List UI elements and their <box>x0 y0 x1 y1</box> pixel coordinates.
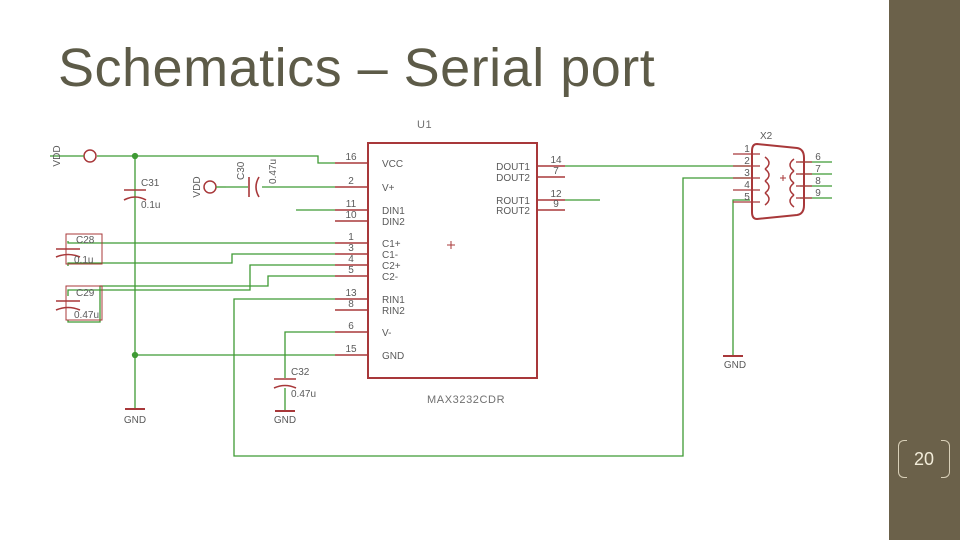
ic-pin-name: ROUT2 <box>496 206 530 217</box>
vdd-label: VDD <box>52 145 63 166</box>
capacitor-c28: C28 0.1u <box>55 233 103 266</box>
serial-port-schematic: VDD VDD GND GND GND C31 0.1u C30 0.47u C… <box>50 119 832 457</box>
ic-pin-number: 12 <box>550 189 562 200</box>
gnd-label: GND <box>274 415 296 426</box>
ic-pin-number: 1 <box>348 232 354 243</box>
slide-title: Schematics – Serial port <box>58 38 656 98</box>
ic-pin-name: DOUT1 <box>496 162 530 173</box>
page-number: 20 <box>913 449 935 469</box>
wires <box>67 152 832 457</box>
c28-value: 0.1u <box>74 255 93 266</box>
c32-ref: C32 <box>291 367 310 378</box>
c29-value: 0.47u <box>74 310 99 321</box>
ic-pin-number: 10 <box>345 210 357 221</box>
connector-pin-number: 2 <box>744 156 750 167</box>
c32-value: 0.47u <box>291 389 316 400</box>
accent-sidebar <box>889 0 960 540</box>
connector-pin-number: 8 <box>815 176 821 187</box>
c30-value: 0.47u <box>268 159 279 184</box>
c30-ref: C30 <box>236 161 247 180</box>
ic-pin-number: 2 <box>348 176 354 187</box>
connector-pin-number: 3 <box>744 168 750 179</box>
ic-pin-name: RIN1 <box>382 295 405 306</box>
ic-pin-number: 16 <box>345 152 357 163</box>
ic-pin-number: 9 <box>553 199 559 210</box>
ground-3: GND <box>723 355 746 371</box>
vdd-supply-2: VDD <box>192 176 226 198</box>
ic-pin-name: RIN2 <box>382 306 405 317</box>
badge-bracket-left <box>898 440 907 478</box>
ic-pin-number: 14 <box>550 155 562 166</box>
ic-pin-name: C2+ <box>382 261 401 272</box>
connector-pin-number: 5 <box>744 192 750 203</box>
ic-pin-name: ROUT1 <box>496 196 530 207</box>
ic-pin-name: GND <box>382 351 404 362</box>
ic-pin-name: VCC <box>382 159 403 170</box>
ic-pin-name: V+ <box>382 183 395 194</box>
ic-pin-number: 3 <box>348 243 354 254</box>
capacitor-c29: C29 0.47u <box>55 285 103 321</box>
ic-pin-number: 11 <box>346 199 357 210</box>
ic-pin-name: DOUT2 <box>496 173 530 184</box>
connector-pin-number: 4 <box>744 180 750 191</box>
ic-ref: U1 <box>417 119 432 131</box>
c31-ref: C31 <box>141 178 160 189</box>
gnd-label: GND <box>124 415 146 426</box>
ic-pin-number: 7 <box>553 166 559 177</box>
capacitor-c32: C32 0.47u <box>273 367 316 400</box>
ic-pin-number: 4 <box>348 254 354 265</box>
badge-bracket-right <box>941 440 950 478</box>
connector-pin-number: 9 <box>815 188 821 199</box>
ic-pin-name: C1- <box>382 250 398 261</box>
vdd-label: VDD <box>192 176 203 197</box>
connector-pin-number: 7 <box>815 164 821 175</box>
connector-pin-number: 1 <box>744 144 750 155</box>
c31-value: 0.1u <box>141 200 160 211</box>
ground-1: GND <box>124 408 146 426</box>
c29-ref: C29 <box>76 288 95 299</box>
ground-2: GND <box>274 410 296 426</box>
ic-pin-number: 8 <box>348 299 354 310</box>
ic-pin-name: V- <box>382 328 391 339</box>
vdd-supply-1: VDD <box>50 145 97 167</box>
ic-pin-name: DIN2 <box>382 217 405 228</box>
ic-pin-name: DIN1 <box>382 206 405 217</box>
ic-pin-number: 5 <box>348 265 354 276</box>
ic-pin-number: 15 <box>345 344 357 355</box>
ic-pin-number: 6 <box>348 321 354 332</box>
capacitor-c30: C30 0.47u <box>236 159 279 198</box>
connector-ref: X2 <box>760 131 773 142</box>
gnd-label: GND <box>724 360 746 371</box>
c28-ref: C28 <box>76 235 95 246</box>
ic-part: MAX3232CDR <box>427 394 505 406</box>
ic-pin-name: C1+ <box>382 239 401 250</box>
capacitor-c31: C31 0.1u <box>123 178 160 211</box>
ic-pin-number: 13 <box>345 288 357 299</box>
connector-pin-number: 6 <box>815 152 821 163</box>
page-number-badge: 20 <box>898 440 950 478</box>
ic-pin-name: C2- <box>382 272 398 283</box>
